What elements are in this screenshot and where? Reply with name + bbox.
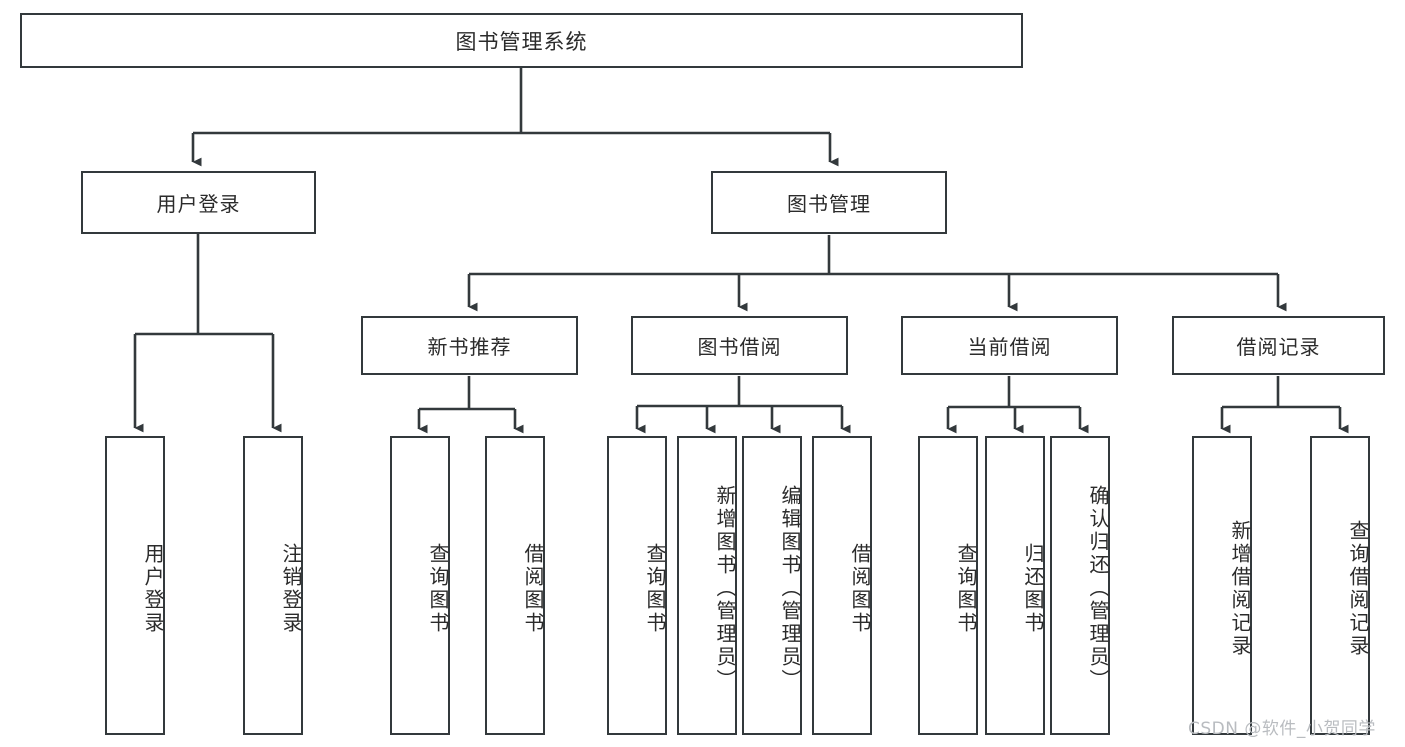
node-label: 注销登录 [279,542,303,635]
leaf-records-add-record[interactable]: 新增借阅记录 [1192,436,1252,735]
node-label: 新增借阅记录 [1228,519,1252,658]
node-user-login[interactable]: 用户登录 [81,171,316,234]
node-new-book-recommend[interactable]: 新书推荐 [361,316,578,375]
node-label: 图书管理 [787,192,871,216]
leaf-borrow-add-book-admin[interactable]: 新增图书（管理员） [677,436,737,735]
node-label: 查询图书 [426,542,450,635]
node-label: 借阅记录 [1236,335,1321,359]
leaf-recommend-query-book[interactable]: 查询图书 [390,436,450,735]
node-label: 图书管理系统 [455,29,588,54]
node-book-management[interactable]: 图书管理 [711,171,947,234]
node-borrow-records[interactable]: 借阅记录 [1172,316,1385,375]
node-label: 新书推荐 [427,335,512,359]
csdn-watermark: CSDN @软件_小贺同学 [1188,719,1376,739]
node-label: 查询图书 [643,542,667,635]
node-label: 新增图书（管理员） [713,485,737,692]
leaf-borrow-edit-book-admin[interactable]: 编辑图书（管理员） [742,436,802,735]
node-label: 当前借阅 [967,335,1052,359]
node-label: 用户登录 [156,192,241,216]
leaf-user-logout[interactable]: 注销登录 [243,436,303,735]
node-book-borrow[interactable]: 图书借阅 [631,316,848,375]
node-root-system[interactable]: 图书管理系统 [20,13,1023,68]
node-label: 图书借阅 [697,335,782,359]
node-label: 借阅图书 [848,542,872,635]
leaf-current-confirm-return-admin[interactable]: 确认归还（管理员） [1050,436,1110,735]
leaf-current-return-book[interactable]: 归还图书 [985,436,1045,735]
leaf-borrow-query-book[interactable]: 查询图书 [607,436,667,735]
node-label: 归还图书 [1021,542,1045,635]
leaf-current-query-book[interactable]: 查询图书 [918,436,978,735]
node-label: 编辑图书（管理员） [778,485,802,692]
node-label: 查询图书 [954,542,978,635]
node-current-borrow[interactable]: 当前借阅 [901,316,1118,375]
node-label: 查询借阅记录 [1346,519,1370,658]
node-label: 借阅图书 [521,542,545,635]
node-label: 用户登录 [141,542,165,635]
leaf-records-query-record[interactable]: 查询借阅记录 [1310,436,1370,735]
node-label: 确认归还（管理员） [1086,485,1110,692]
leaf-borrow-borrow-book[interactable]: 借阅图书 [812,436,872,735]
leaf-recommend-borrow-book[interactable]: 借阅图书 [485,436,545,735]
leaf-user-login[interactable]: 用户登录 [105,436,165,735]
